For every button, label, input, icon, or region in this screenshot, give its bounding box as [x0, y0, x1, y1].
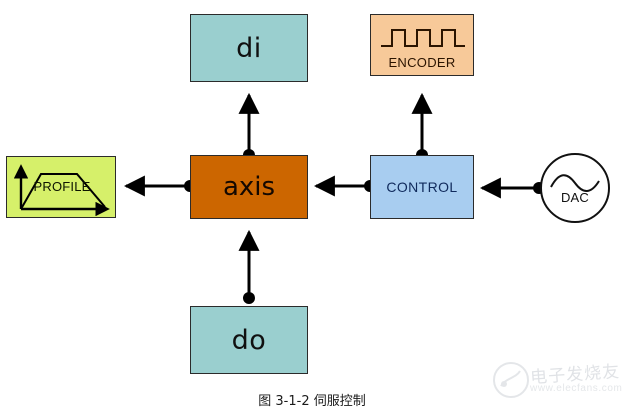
connector-control-to-encoder [411, 92, 433, 161]
dac-circle-shape [540, 153, 610, 223]
node-do-label: do [231, 324, 267, 356]
connector-dac-to-control [479, 177, 545, 199]
connector-do-to-axis [238, 229, 260, 304]
node-di[interactable]: di [190, 14, 308, 82]
square-wave-icon [381, 29, 465, 47]
node-profile[interactable]: PROFILE [6, 156, 116, 218]
node-encoder[interactable]: ENCODER [370, 14, 474, 76]
connector-axis-to-di [238, 92, 260, 161]
node-encoder-label: ENCODER [388, 55, 456, 70]
node-dac[interactable]: DAC [539, 152, 611, 224]
sine-wave-icon [550, 174, 600, 192]
node-di-label: di [236, 32, 262, 64]
node-control[interactable]: CONTROL [370, 155, 474, 219]
figure-caption: 图 3-1-2 伺服控制 [258, 394, 366, 409]
node-axis[interactable]: axis [190, 155, 308, 219]
connector-control-to-axis [313, 175, 376, 197]
node-control-label: CONTROL [386, 179, 458, 195]
connector-axis-to-profile [123, 175, 196, 197]
node-axis-label: axis [222, 172, 276, 202]
trapezoid-profile-icon [13, 164, 110, 217]
node-dac-label: DAC [560, 190, 590, 205]
node-do[interactable]: do [190, 306, 308, 374]
